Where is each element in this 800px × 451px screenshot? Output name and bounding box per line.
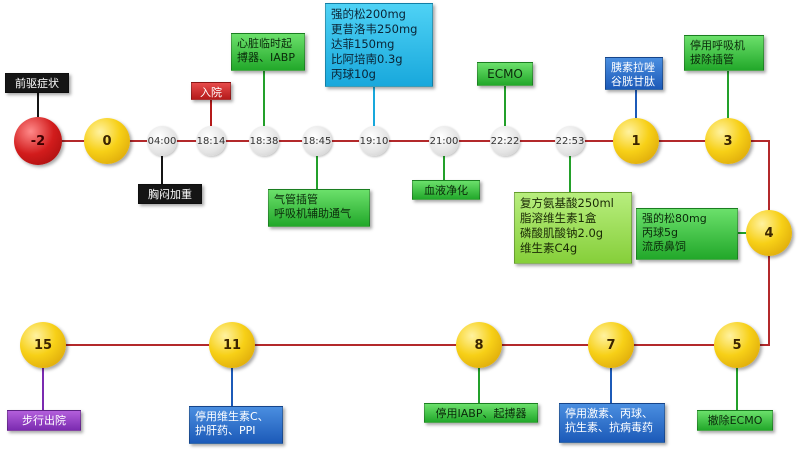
day-label: 7 [606, 337, 616, 353]
event-line: 停用激素、丙球、 [565, 407, 653, 420]
time-label: 22:22 [490, 135, 520, 147]
day-node-0: 0 [84, 118, 130, 164]
event-line: 强的松200mg [331, 7, 406, 21]
time-label: 18:45 [302, 135, 332, 147]
event-line: 撤除ECMO [707, 414, 763, 427]
time-label: 19:10 [359, 135, 389, 147]
event-line: 维生素C4g [520, 241, 578, 255]
event-line: 抗生素、抗病毒药 [565, 421, 653, 434]
time-label: 18:38 [249, 135, 279, 147]
event-line: 磷酸肌酸钠2.0g [520, 226, 604, 240]
time-node-2222: 22:22 [490, 126, 520, 156]
event-line: 胰素拉唑 [611, 61, 655, 74]
event-box-chest: 胸闷加重 [138, 184, 202, 204]
event-line: 气管插管 [274, 193, 318, 206]
event-line: 脂溶维生素1盒 [520, 211, 597, 225]
event-line: 丙球10g [331, 67, 376, 81]
time-label: 21:00 [429, 135, 459, 147]
event-line: 呼吸机辅助通气 [274, 207, 351, 220]
day-label: 1 [631, 133, 641, 149]
event-line: 谷胱甘肽 [611, 75, 655, 88]
day-label: 5 [732, 337, 742, 353]
event-box-intubate: 气管插管呼吸机辅助通气 [268, 189, 370, 227]
day-label: 3 [723, 133, 733, 149]
event-line: 停用IABP、起搏器 [435, 407, 527, 420]
event-line: 心脏临时起 [237, 37, 292, 50]
event-line: 更昔洛韦250mg [331, 22, 418, 36]
day-label: -2 [30, 133, 46, 149]
event-line: 流质鼻饲 [642, 240, 686, 253]
event-box-pacer: 心脏临时起搏器、IABP [231, 33, 305, 71]
event-line: 强的松80mg [642, 212, 707, 225]
day-node-15: 15 [20, 322, 66, 368]
time-node-0400: 04:00 [147, 126, 177, 156]
event-line: 胸闷加重 [148, 188, 192, 201]
day-node--2: -2 [14, 117, 62, 165]
event-line: 入院 [200, 86, 222, 99]
day-node-11: 11 [209, 322, 255, 368]
event-line: 拔除插管 [690, 53, 734, 66]
event-line: 达菲150mg [331, 37, 395, 51]
day-label: 15 [33, 337, 53, 353]
event-line: 复方氨基酸250ml [520, 196, 614, 210]
time-label: 22:53 [555, 135, 585, 147]
event-box-day11: 停用维生素C、护肝药、PPI [189, 406, 283, 444]
time-node-1910: 19:10 [359, 126, 389, 156]
day-node-5: 5 [714, 322, 760, 368]
event-box-prodrome: 前驱症状 [5, 73, 69, 93]
event-line: ECMO [487, 67, 523, 81]
event-line: 前驱症状 [15, 77, 59, 90]
event-line: 停用呼吸机 [690, 39, 745, 52]
event-box-removeecmo: 撤除ECMO [697, 410, 773, 431]
event-box-cvvh: 血液净化 [412, 180, 480, 200]
day-label: 8 [474, 337, 484, 353]
time-node-2253: 22:53 [555, 126, 585, 156]
event-box-admit: 入院 [191, 82, 231, 100]
event-box-ecmo: ECMO [477, 62, 533, 86]
time-label: 04:00 [147, 135, 177, 147]
time-node-1814: 18:14 [196, 126, 226, 156]
day-label: 0 [102, 133, 112, 149]
event-line: 丙球5g [642, 226, 678, 239]
event-box-insulin: 胰素拉唑谷胱甘肽 [605, 57, 663, 90]
time-label: 18:14 [196, 135, 226, 147]
day-node-8: 8 [456, 322, 502, 368]
day-label: 4 [764, 225, 774, 241]
event-box-extubate: 停用呼吸机拔除插管 [684, 35, 764, 71]
time-node-1845: 18:45 [302, 126, 332, 156]
day-node-4: 4 [746, 210, 792, 256]
event-line: 护肝药、PPI [195, 424, 256, 437]
event-line: 血液净化 [424, 184, 468, 197]
time-node-2100: 21:00 [429, 126, 459, 156]
day-node-7: 7 [588, 322, 634, 368]
day-node-3: 3 [705, 118, 751, 164]
time-node-1838: 18:38 [249, 126, 279, 156]
day-label: 11 [222, 337, 242, 353]
event-line: 搏器、IABP [237, 51, 295, 64]
event-line: 比阿培南0.3g [331, 52, 403, 66]
event-box-day8: 停用IABP、起搏器 [424, 403, 538, 423]
day-node-1: 1 [613, 118, 659, 164]
event-line: 步行出院 [22, 414, 66, 427]
event-box-discharge: 步行出院 [7, 410, 81, 431]
event-box-day7: 停用激素、丙球、抗生素、抗病毒药 [559, 403, 665, 443]
event-line: 停用维生素C、 [195, 410, 269, 423]
